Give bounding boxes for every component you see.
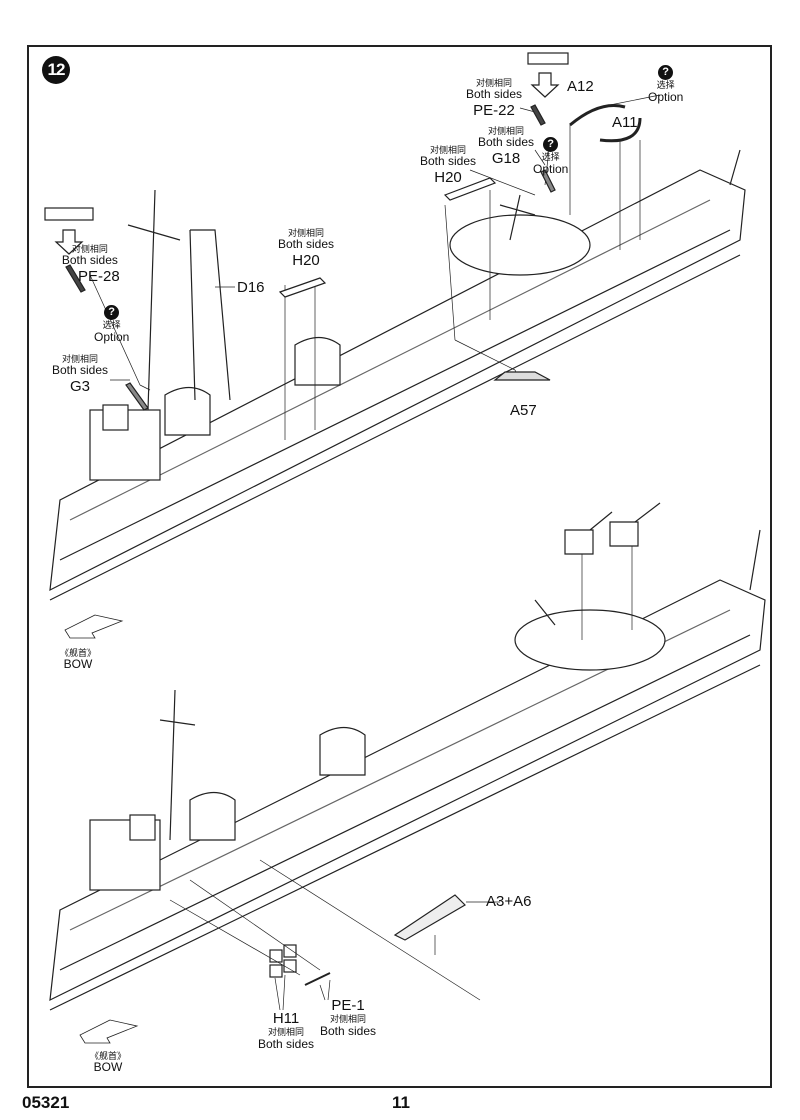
callout-cn: 对侧相同	[288, 228, 325, 238]
callout-cn: 对侧相同	[330, 1014, 367, 1025]
lower-funnel-fore	[189, 791, 236, 841]
part-number: A12	[567, 78, 594, 95]
callout-cn: 对侧相同	[430, 145, 467, 155]
question-mark-icon: ?	[658, 65, 674, 80]
part-number: H20	[434, 169, 462, 187]
callout-en: Both sides	[478, 135, 535, 150]
callout-cn: 对侧相同	[488, 126, 525, 136]
part-number: H20	[292, 252, 320, 270]
callout-a11: A11	[612, 114, 638, 131]
callout-h20-left: 对侧相同 Both sides H20	[278, 228, 334, 269]
lower-aft-deck-house	[514, 609, 666, 671]
callout-cn: 选择	[656, 80, 675, 91]
callout-pe28: 对侧相同 Both sides PE-28	[60, 244, 120, 285]
lower-funnel-aft	[319, 726, 366, 776]
callout-d16: D16	[237, 279, 265, 296]
bow-cn: 《舰首》	[60, 648, 97, 658]
product-code: 05321	[22, 1093, 70, 1112]
page-number: 11	[392, 1093, 410, 1112]
callout-h20-right: 对侧相同 Both sides H20	[420, 145, 476, 186]
callout-en: Option	[648, 89, 684, 104]
callout-cn: 对侧相同	[62, 354, 99, 364]
callout-en: Both sides	[61, 253, 118, 268]
callout-en: Both sides	[420, 154, 477, 169]
bow-marker-lower: 《舰首》 BOW	[90, 1051, 126, 1075]
question-mark-icon: ?	[104, 305, 120, 320]
part-number: PE-1	[331, 997, 365, 1014]
callout-en: Both sides	[52, 363, 109, 378]
question-mark-icon: ?	[543, 137, 559, 152]
callout-en: Both sides	[320, 1023, 377, 1038]
part-number: PE-28	[78, 268, 120, 286]
callout-g3: 对侧相同 Both sides G3	[52, 354, 108, 395]
callout-a3-a6: A3+A6	[486, 893, 531, 910]
part-number: A11	[612, 114, 638, 131]
turret-2	[609, 521, 639, 547]
callout-pe22: 对侧相同 Both sides PE-22	[466, 78, 522, 119]
part-number: A3+A6	[486, 893, 532, 910]
callout-h11: H11 对侧相同 Both sides	[258, 1010, 314, 1051]
callout-cn: 选择	[102, 320, 121, 331]
callout-a57: A57	[510, 402, 537, 419]
part-number: G3	[70, 378, 91, 396]
upper-funnel-aft	[294, 336, 341, 386]
turret-1	[564, 529, 594, 555]
part-number: G18	[491, 150, 521, 168]
bow-en: BOW	[63, 657, 93, 672]
instruction-frame	[27, 45, 772, 1088]
lower-hull	[49, 579, 766, 1002]
callout-cn: 对侧相同	[268, 1027, 305, 1038]
callout-option-right: ? 选择 Option	[648, 62, 683, 105]
callout-en: Both sides	[278, 237, 335, 252]
callout-en: Option	[533, 161, 569, 176]
upper-aft-deck-house	[449, 214, 591, 276]
bow-en: BOW	[93, 1060, 123, 1075]
upper-funnel-fore	[164, 386, 211, 436]
callout-cn: 对侧相同	[476, 78, 513, 88]
callout-a12: A12	[567, 78, 594, 95]
step-number-badge: 12	[42, 56, 70, 84]
part-number: D16	[237, 279, 265, 296]
callout-option-left: ? 选择 Option	[94, 302, 129, 345]
bow-cn: 《舰首》	[90, 1051, 127, 1061]
callout-pe1: PE-1 对侧相同 Both sides	[320, 997, 376, 1038]
callout-cn: 选择	[541, 152, 560, 163]
callout-g18: 对侧相同 Both sides G18	[478, 126, 534, 167]
part-number: A57	[510, 402, 537, 419]
bow-marker-upper: 《舰首》 BOW	[60, 648, 96, 672]
callout-en: Option	[94, 329, 130, 344]
upper-hull	[49, 169, 746, 592]
part-number: PE-22	[473, 102, 515, 120]
callout-option-mid: ? 选择 Option	[533, 134, 568, 177]
callout-cn: 对侧相同	[71, 244, 108, 254]
part-number: H11	[272, 1010, 300, 1027]
callout-en: Both sides	[466, 87, 523, 102]
callout-en: Both sides	[258, 1036, 315, 1051]
